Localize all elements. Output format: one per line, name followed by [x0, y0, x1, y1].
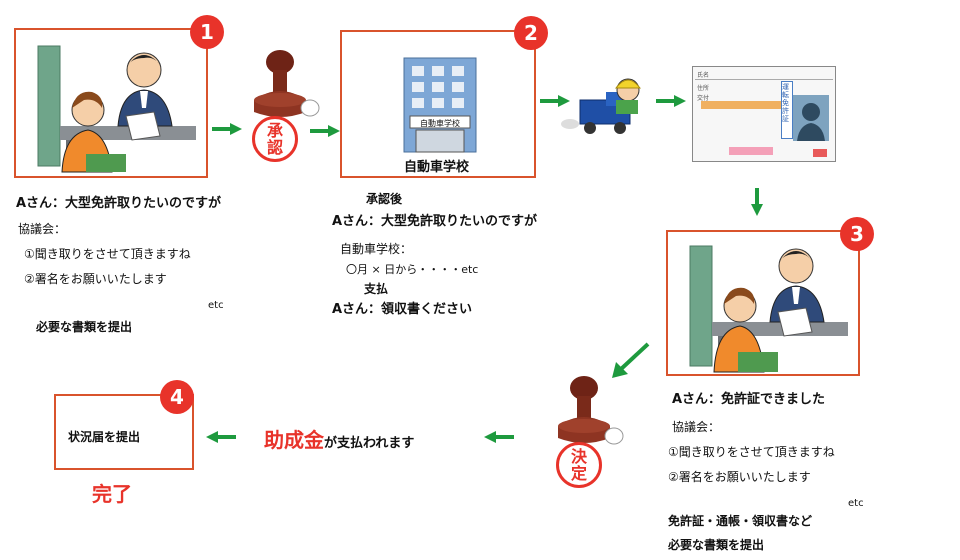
step2-box: 自動車学校 自動車学校: [340, 30, 536, 178]
grant-payment-text: 助成金が支払われます: [264, 424, 414, 453]
right-docs-list: 免許証・通帳・領収書など: [668, 514, 813, 528]
license-vertical-title: 運転免許証: [782, 83, 789, 123]
truck-driver-icon: [561, 78, 642, 134]
step4-badge: 4: [160, 380, 194, 414]
step1-box: [14, 28, 208, 178]
school-building-icon: [403, 57, 477, 153]
left-item2: ②署名をお願いいたします: [24, 272, 167, 286]
right-license-done-text: Aさん：免許証できました: [672, 392, 826, 407]
license-name-label: 氏名: [697, 72, 710, 79]
step4-label: 状況届を提出: [68, 430, 141, 444]
flow-arrow-3: [540, 95, 570, 107]
stamp-handle-icon: [254, 50, 320, 117]
step4-box: 状況届を提出: [54, 394, 194, 470]
middle-school-label: 自動車学校：: [340, 242, 413, 256]
middle-receipt-text: Aさん：領収書ください: [332, 302, 473, 317]
decide-stamp-text: 決定: [570, 447, 587, 483]
flow-arrow-2: [310, 125, 340, 137]
left-council-label: 協議会：: [18, 222, 67, 236]
middle-schedule-text: 〇月 × 日から・・・・etc: [346, 263, 479, 276]
license-issued-label: 交付: [697, 95, 710, 102]
left-etc: etc: [208, 300, 224, 311]
middle-after-approval: 承認後: [366, 192, 403, 206]
grant-rest-text: が支払われます: [324, 436, 415, 451]
building-sign-text: 自動車学校: [420, 119, 460, 128]
flow-arrow-8: [206, 431, 236, 443]
flow-arrow-5: [751, 188, 763, 216]
step2-label: 自動車学校: [404, 160, 470, 175]
right-etc: etc: [848, 498, 864, 509]
flow-arrow-7: [484, 431, 514, 443]
right-submit-text: 必要な書類を提出: [668, 538, 765, 552]
flow-arrow-6: [612, 342, 650, 378]
approve-stamp-text: 承認: [266, 121, 283, 157]
step3-box: [666, 230, 860, 376]
step3-badge: 3: [840, 217, 874, 251]
license-pickup-illustration: [689, 245, 848, 373]
driver-license-card: 氏名 住所 交付 運転免許証: [692, 66, 836, 162]
flow-arrow-1: [212, 123, 242, 135]
decide-stamp-mark: [556, 442, 602, 488]
step1-badge: 1: [190, 15, 224, 49]
middle-request-text: Aさん：大型免許取りたいのですが: [332, 214, 538, 229]
license-address-label: 住所: [697, 85, 710, 92]
decide-stamp: 決定: [550, 374, 626, 492]
license-photo: [793, 95, 829, 141]
right-item1: ①聞き取りをさせて頂きますね: [668, 445, 835, 459]
right-item2: ②署名をお願いいたします: [668, 470, 811, 484]
left-request-text: Aさん：大型免許取りたいのですが: [16, 196, 222, 211]
approve-stamp: 承認: [246, 48, 322, 166]
middle-payment-label: 支払: [364, 282, 389, 296]
done-text: 完了: [92, 482, 132, 506]
consultation-illustration: [37, 45, 196, 173]
step2-badge: 2: [514, 16, 548, 50]
flow-arrow-4: [656, 95, 686, 107]
right-council-label: 協議会：: [672, 420, 721, 434]
left-item1: ①聞き取りをさせて頂きますね: [24, 247, 191, 261]
grant-big-text: 助成金: [264, 428, 324, 452]
left-submit-text: 必要な書類を提出: [36, 320, 133, 334]
approve-stamp-mark: [252, 116, 298, 162]
stamp-handle-icon: [558, 376, 624, 445]
